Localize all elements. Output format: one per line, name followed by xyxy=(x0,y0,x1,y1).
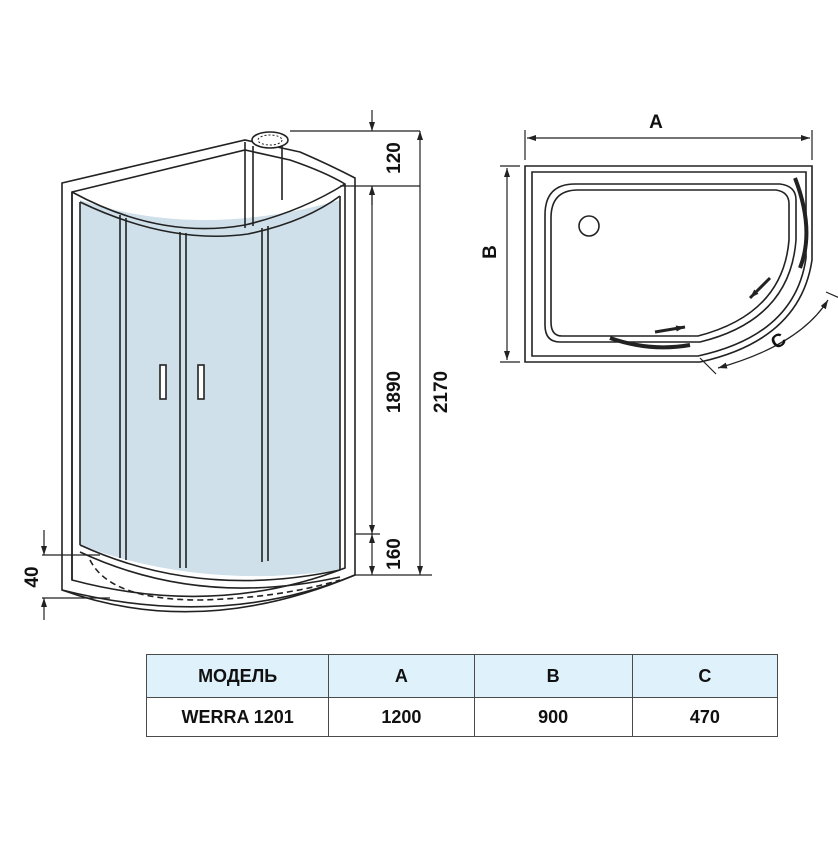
dim-tray-height: 160 xyxy=(384,538,405,570)
header-a: A xyxy=(328,654,475,698)
dim-cabin-height: 1890 xyxy=(384,371,405,413)
tray-base-dashed xyxy=(89,559,341,601)
header-model: МОДЕЛЬ xyxy=(145,654,330,698)
table-row: WERRA 1201 1200 900 470 xyxy=(145,697,779,737)
header-b: B xyxy=(473,654,633,698)
tray-outline-outer xyxy=(524,165,813,363)
table-header-row: МОДЕЛЬ A B C xyxy=(145,654,779,698)
door-arrow-1 xyxy=(748,276,772,300)
dim-total-height: 2170 xyxy=(431,371,452,413)
door-arrow-2 xyxy=(654,325,686,334)
spec-table: МОДЕЛЬ A B C WERRA 1201 1200 900 470 xyxy=(145,654,779,737)
drain-hole xyxy=(578,215,600,237)
door-track-bottom xyxy=(609,336,691,350)
cell-model: WERRA 1201 xyxy=(145,697,330,737)
cell-a: 1200 xyxy=(328,697,475,737)
cabin-frame xyxy=(61,139,356,608)
dim-top-head: 120 xyxy=(384,142,405,174)
front-view xyxy=(61,131,356,613)
door-handle-right xyxy=(197,364,205,400)
label-b: B xyxy=(480,245,501,259)
door-handle-left xyxy=(159,364,167,400)
door-track-right xyxy=(793,177,809,269)
label-a: A xyxy=(649,112,663,133)
shower-tray xyxy=(79,544,341,582)
dim-leg-height: 40 xyxy=(22,566,43,587)
cell-b: 900 xyxy=(473,697,633,737)
shower-cabin-drawing: 120 1890 2170 160 40 A B C xyxy=(22,110,838,620)
top-view xyxy=(524,165,813,363)
shower-head xyxy=(251,131,289,149)
top-dimensions xyxy=(500,130,838,375)
front-dimensions xyxy=(41,110,432,620)
tray-basin xyxy=(544,183,797,343)
cell-c: 470 xyxy=(631,697,779,737)
header-c: C xyxy=(631,654,779,698)
glass-panels xyxy=(80,200,340,577)
top-arc xyxy=(71,183,346,230)
